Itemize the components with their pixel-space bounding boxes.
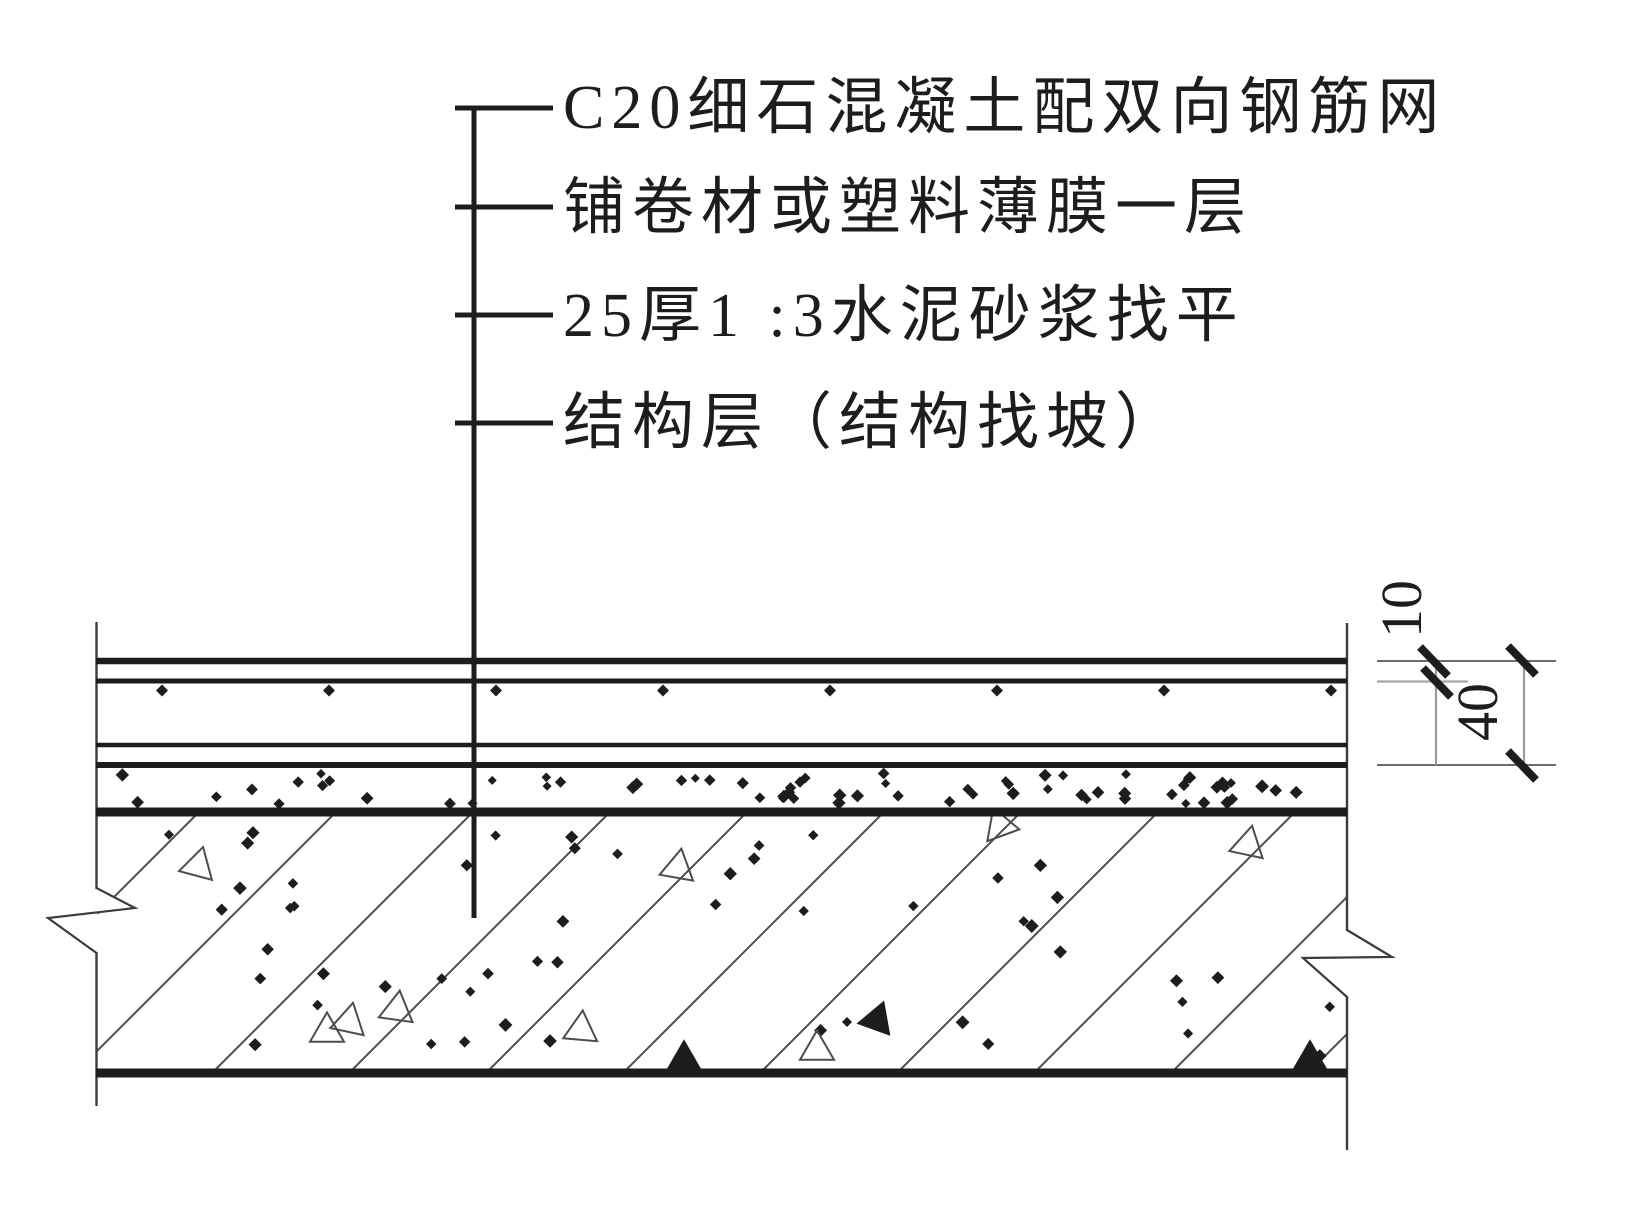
- tick-10-bottom: [1420, 665, 1454, 700]
- dimension-value-10: 10: [1369, 580, 1434, 638]
- callout-label-mortar: 25厚1 :3水泥砂浆找平: [563, 282, 1245, 350]
- tick-40-bottom: [1505, 748, 1539, 783]
- callout-label-structure: 结构层（结构找坡）: [563, 389, 1184, 457]
- callout-label-membrane: 铺卷材或塑料薄膜一层: [563, 174, 1253, 242]
- callout-labels: C20细石混凝土配双向钢筋网 铺卷材或塑料薄膜一层 25厚1 :3水泥砂浆找平 …: [563, 74, 1446, 457]
- callout-leader-lines: [455, 105, 553, 918]
- callout-label-concrete: C20细石混凝土配双向钢筋网: [563, 74, 1446, 142]
- dimension-value-40: 40: [1445, 683, 1510, 741]
- structural-slab-hatch-pattern: [97, 816, 1346, 1069]
- dimension-tick-marks: [1417, 643, 1539, 783]
- dimension-annotations: 10 40: [1369, 580, 1556, 783]
- mortar-aggregate-dots: [115, 767, 1303, 810]
- steel-mesh-bar-dots: [156, 684, 1337, 697]
- right-break-symbol: [1300, 929, 1396, 998]
- left-break-symbol: [45, 887, 139, 954]
- layer-boundary-lines: [96, 657, 1347, 1078]
- structural-slab-aggregate-texture: [163, 816, 1335, 1069]
- tick-10-top: [1417, 644, 1451, 679]
- tick-40-top: [1505, 643, 1539, 678]
